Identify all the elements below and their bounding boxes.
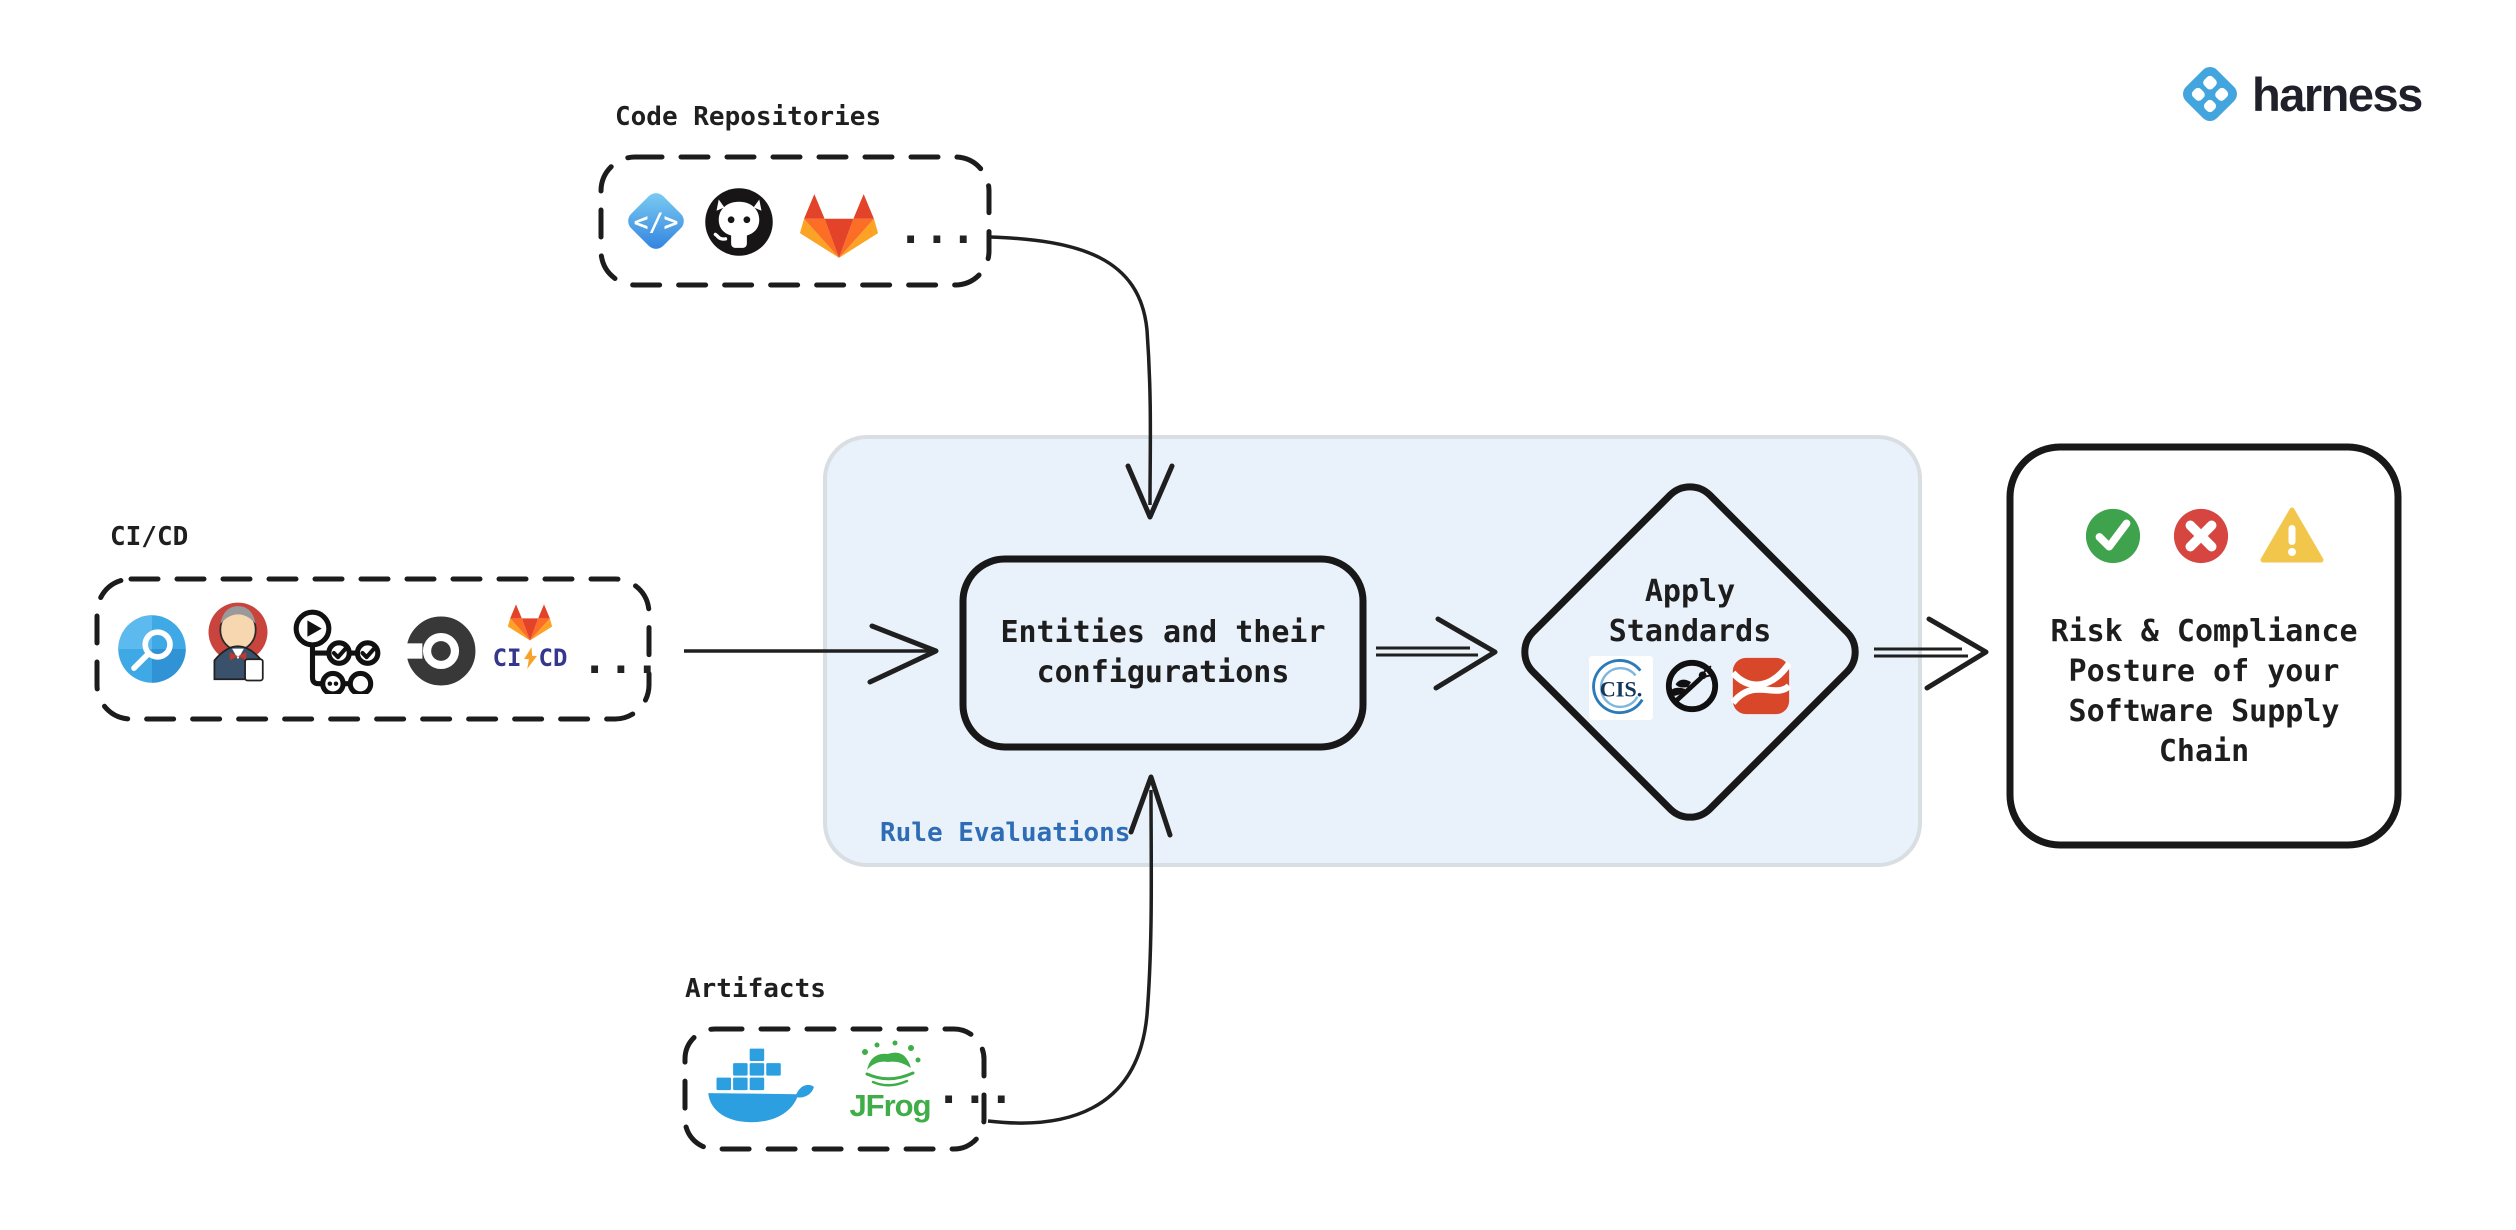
arrow-artifacts-to-entities — [987, 774, 1173, 1125]
arrow-cicd-to-entities — [684, 623, 939, 685]
svg-text:</>: </> — [634, 207, 679, 236]
artifacts-more: ... — [936, 1064, 1015, 1113]
cis-text: CIS. — [1600, 677, 1643, 702]
cicd-box — [94, 576, 652, 722]
result-status-icons — [2010, 507, 2398, 569]
circleci-icon — [406, 616, 476, 690]
apply-standards-diamond — [1521, 483, 1859, 821]
cis-benchmark-icon: CIS. — [1589, 656, 1653, 720]
github-actions-icon — [288, 606, 386, 698]
result-line-3: Software Supply — [2068, 693, 2340, 729]
result-line-4: Chain — [2158, 733, 2250, 769]
apply-standards-line-1: Apply — [1644, 574, 1736, 609]
code-repositories-box — [598, 154, 992, 288]
apply-standards-text: Apply Standards — [1540, 572, 1840, 652]
jenkins-icon — [200, 592, 276, 688]
harness-brand: harness — [2178, 62, 2423, 126]
result-line-2: Posture of your — [2068, 653, 2340, 689]
apply-standards-line-2: Standards — [1608, 613, 1772, 649]
result-line-1: Risk & Compliance — [2050, 614, 2358, 649]
pass-check-icon — [2084, 507, 2142, 569]
warning-triangle-icon — [2260, 507, 2324, 569]
artifacts-label: Artifacts — [685, 974, 826, 1004]
entities-line-2: configurations — [1036, 655, 1290, 690]
cicd-label: CI/CD — [110, 522, 189, 552]
standards-icons: CIS. — [1540, 656, 1840, 720]
fail-x-icon — [2172, 507, 2230, 569]
code-repositories-more: ... — [898, 204, 977, 253]
harness-wordmark: harness — [2252, 67, 2423, 121]
arrow-standards-to-result — [1874, 616, 1989, 691]
gitlab-cicd-icon: CI CD — [488, 602, 572, 670]
code-repositories-label: Code Repositories — [615, 102, 882, 132]
arrow-entities-to-standards — [1376, 616, 1498, 691]
red-ribbon-standard-icon — [1730, 656, 1792, 720]
rule-evaluations-label: Rule Evaluations — [880, 818, 1131, 848]
jfrog-icon: JFrog — [838, 1040, 942, 1121]
gitlab-fox-icon — [507, 604, 553, 641]
gitlab-cd-text: CD — [538, 644, 568, 672]
lightning-icon — [523, 647, 537, 669]
harness-ci-icon — [116, 613, 188, 689]
code-icon: </> — [623, 188, 689, 258]
harness-logo-icon — [2178, 62, 2242, 126]
github-icon — [703, 186, 775, 262]
arrow-code-to-entities — [989, 235, 1175, 520]
docker-icon — [702, 1046, 816, 1134]
entities-line-1: Entities and their — [1000, 614, 1326, 650]
entities-box — [959, 555, 1367, 751]
cicd-more: ... — [582, 634, 661, 683]
gitlab-icon — [797, 190, 881, 268]
gitlab-ci-text: CI — [492, 644, 522, 672]
result-box-text: Risk & Compliance Posture of your Softwa… — [2010, 612, 2398, 772]
owasp-icon — [1663, 657, 1721, 719]
artifacts-box — [682, 1026, 987, 1152]
entities-box-text: Entities and their configurations — [963, 559, 1363, 747]
jfrog-text: JFrog — [849, 1088, 931, 1123]
